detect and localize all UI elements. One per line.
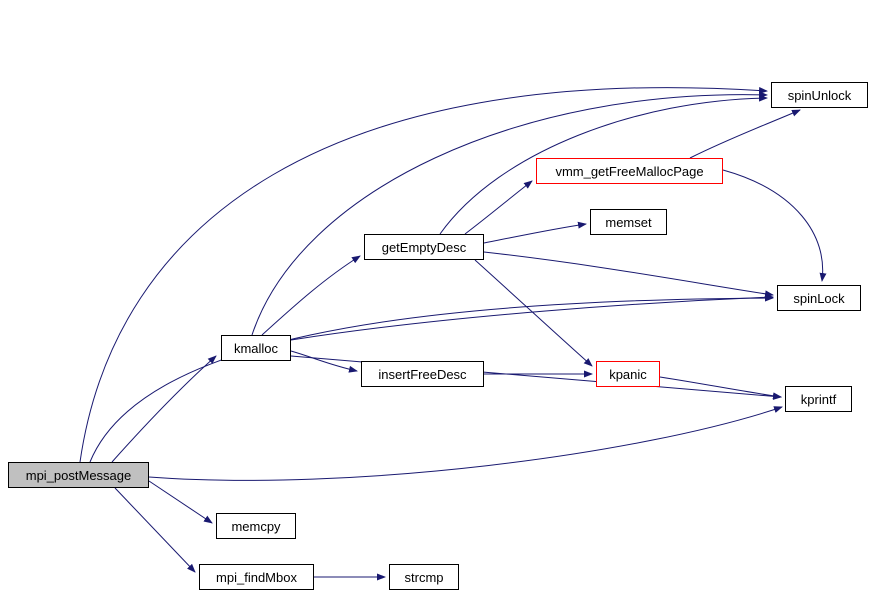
graph-node-insertFreeDesc[interactable]: insertFreeDesc — [361, 361, 484, 387]
edge-kmalloc-to-spinLock — [290, 293, 774, 341]
edge-kmalloc-to-spinUnlock — [251, 91, 768, 336]
graph-node-label: insertFreeDesc — [378, 366, 467, 382]
graph-node-spinLock[interactable]: spinLock — [777, 285, 861, 311]
graph-node-label: kprintf — [800, 391, 837, 407]
edge-getEmptyDesc-to-vmm_getFreeMallocPage — [464, 180, 533, 235]
graph-node-getEmptyDesc[interactable]: getEmptyDesc — [364, 234, 484, 260]
graph-node-label: memcpy — [231, 518, 281, 534]
graph-node-vmm_getFreeMallocPage[interactable]: vmm_getFreeMallocPage — [536, 158, 723, 184]
edge-getEmptyDesc-to-spinLock — [483, 251, 774, 298]
edge-mpi_postMessage-to-spinUnlock — [79, 86, 768, 463]
edge-kpanic-to-kprintf — [659, 376, 782, 400]
graph-node-label: spinUnlock — [787, 87, 852, 103]
graph-node-mpi_postMessage: mpi_postMessage — [8, 462, 149, 488]
graph-node-mpi_findMbox[interactable]: mpi_findMbox — [199, 564, 314, 590]
graph-node-memset[interactable]: memset — [590, 209, 667, 235]
graph-node-strcmp[interactable]: strcmp — [389, 564, 459, 590]
edge-mpi_postMessage-to-spinLock — [89, 294, 774, 463]
graph-node-spinUnlock[interactable]: spinUnlock — [771, 82, 868, 108]
graph-node-label: getEmptyDesc — [381, 239, 467, 255]
edge-getEmptyDesc-to-spinUnlock — [439, 94, 768, 235]
edge-getEmptyDesc-to-memset — [483, 221, 587, 244]
graph-node-kprintf[interactable]: kprintf — [785, 386, 852, 412]
edge-kmalloc-to-insertFreeDesc — [290, 350, 358, 373]
edge-mpi_postMessage-to-kmalloc — [111, 355, 217, 463]
edge-mpi_postMessage-to-kprintf — [148, 406, 783, 481]
graph-node-label: vmm_getFreeMallocPage — [555, 163, 704, 179]
graph-node-label: mpi_postMessage — [25, 467, 132, 483]
graph-node-label: mpi_findMbox — [216, 569, 297, 585]
edge-getEmptyDesc-to-kpanic — [474, 259, 593, 367]
graph-node-kpanic[interactable]: kpanic — [596, 361, 660, 387]
edge-vmm_getFreeMallocPage-to-spinLock — [722, 169, 827, 282]
edge-kmalloc-to-getEmptyDesc — [261, 255, 361, 336]
edge-mpi_postMessage-to-mpi_findMbox — [114, 487, 196, 573]
graph-node-label: kpanic — [609, 366, 647, 382]
graph-node-label: strcmp — [404, 569, 444, 585]
graph-node-memcpy[interactable]: memcpy — [216, 513, 296, 539]
graph-node-label: kmalloc — [233, 340, 279, 356]
graph-node-label: memset — [605, 214, 652, 230]
graph-node-kmalloc[interactable]: kmalloc — [221, 335, 291, 361]
graph-node-label: spinLock — [793, 290, 845, 306]
edge-mpi_postMessage-to-memcpy — [148, 480, 213, 524]
edge-vmm_getFreeMallocPage-to-spinUnlock — [689, 109, 801, 159]
